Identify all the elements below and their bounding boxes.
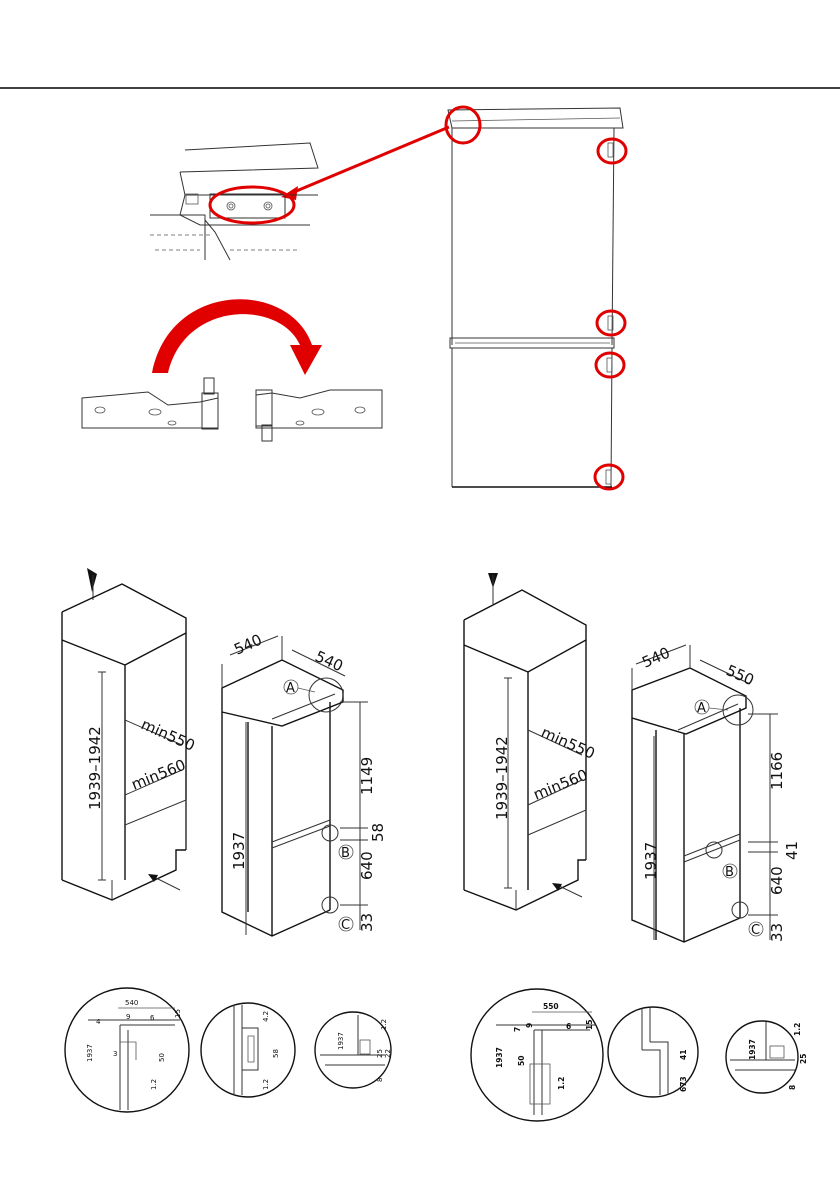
dim-label: 3 [113,1050,117,1058]
dim-label: 1.2 [262,1079,270,1090]
dim-label: 540 [125,999,138,1007]
detail-a-left: 540 4 9 6 15 3 50 1937 1.2 [65,988,189,1112]
detail-marker-b: B [725,865,734,880]
detail-c-right: 1937 1.2 25 8 [726,1021,808,1093]
dim-label: 6 [566,1022,571,1031]
gap-label: 58 [369,823,387,842]
detail-marker-c: C [341,918,350,933]
appliance-depth-label: 550 [723,661,756,689]
detail-a-right: 550 7 9 6 15 50 1937 1.2 [471,989,603,1121]
dim-label: 1.2 [557,1077,566,1090]
dim-label: 7 [513,1027,522,1032]
lower-door-label: 640 [358,851,376,880]
hinge-detail-view [150,143,318,260]
niche-left: 1939–1942 min550 min560 [62,568,198,900]
niche-right: 1939–1942 min550 min560 [464,573,598,910]
appliance-right: 540 550 1937 1166 41 640 33 A B C [632,644,801,942]
appliance-width-label: 540 [231,631,264,659]
dim-label: 58 [272,1049,280,1058]
dim-label: 41 [679,1050,688,1060]
appliance-left: 540 540 1937 1149 58 640 33 A B C [222,631,387,936]
hinge-plate-left [82,378,218,429]
dim-label: 4.2 [262,1011,270,1022]
upper-door-label: 1166 [768,752,786,790]
bottom-label: 33 [768,923,786,942]
detail-c-left: 1937 1.2 25 22 8 [315,1012,392,1088]
dim-label: 1937 [86,1044,94,1062]
dim-label: 673 [679,1076,688,1092]
detail-b-right: 41 673 [608,1007,698,1097]
detail-marker-b: B [341,846,350,861]
dim-label: 1.2 [150,1079,158,1090]
appliance-front-view [281,107,626,489]
dim-label: 1.2 [380,1019,388,1030]
curved-arrow-icon [152,299,322,375]
appliance-height-label: 1937 [642,842,660,880]
min-width-label: min560 [531,766,591,804]
detail-b-left: 4.2 58 1.2 [201,1003,295,1097]
dim-label: 550 [543,1002,559,1011]
dim-label: 4 [96,1018,101,1026]
dim-label: 25 [799,1054,808,1064]
lower-door-label: 640 [768,866,786,895]
bottom-label: 33 [358,913,376,932]
gap-label: 41 [783,841,801,860]
min-width-label: min560 [129,756,189,794]
dim-label: 9 [525,1023,534,1028]
appliance-height-label: 1937 [230,832,248,870]
dim-label: 50 [517,1056,526,1066]
dim-label: 6 [150,1014,155,1022]
dim-label: 50 [158,1053,166,1062]
min-depth-label: min550 [138,715,197,755]
dim-label: 9 [126,1013,130,1021]
appliance-width-label: 540 [639,644,672,672]
hinge-plate-right [256,390,382,441]
niche-height-label: 1939–1942 [493,736,511,820]
dim-label: 8 [376,1078,384,1082]
up-arrow-icon [87,568,97,592]
dim-label: 1.2 [793,1023,802,1036]
upper-door-label: 1149 [358,757,376,795]
dim-label: 1937 [495,1047,504,1068]
dim-label: 15 [174,1009,182,1018]
dim-label: 8 [788,1085,797,1090]
detail-marker-a: A [697,701,706,716]
dim-label: 25 [376,1049,384,1058]
dim-label: 1937 [337,1032,345,1050]
appliance-depth-label: 540 [312,647,345,675]
detail-marker-c: C [751,923,760,938]
niche-height-label: 1939–1942 [86,726,104,810]
dim-label: 1937 [748,1039,757,1060]
min-depth-label: min550 [538,723,597,763]
dim-label: 22 [384,1049,392,1058]
dim-label: 15 [585,1020,594,1030]
detail-marker-a: A [286,681,295,696]
hinge-highlight-circles [446,107,626,489]
